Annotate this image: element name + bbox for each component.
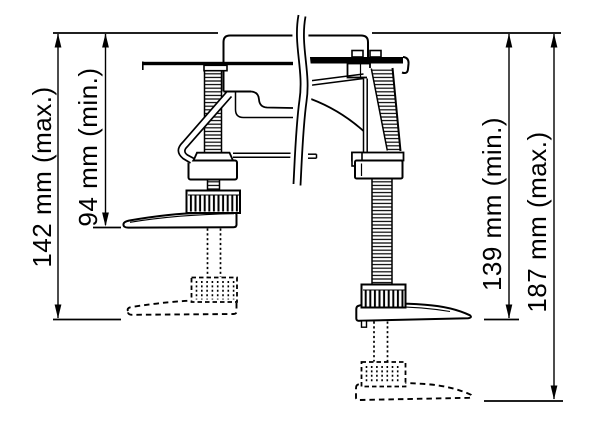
dimension-annotations: [53, 32, 563, 402]
left-rod-plate: [203, 64, 228, 72]
sink-underside-step: [250, 90, 294, 109]
left-clamp-arm: [233, 152, 318, 159]
dimension-label-right-outer: 187 mm (max.): [522, 131, 552, 313]
left-hidden-rod: [206, 228, 222, 277]
right-rim-hook: [401, 56, 410, 75]
right-foot-plate-extended: [355, 381, 473, 401]
left-spring-clip: [177, 90, 233, 165]
right-hidden-rod: [373, 321, 389, 362]
dimension-label-left-outer: 142 mm (max.): [27, 86, 57, 268]
sink-underside-lower: [234, 91, 293, 119]
left-rim-flange: [142, 61, 293, 66]
right-rim-bar: [298, 57, 403, 64]
right-threaded-rod: [372, 179, 392, 284]
left-foot-plate: [122, 211, 238, 229]
left-clamp-body-plate: [192, 151, 235, 162]
left-knob-extended: [190, 276, 238, 303]
left-foot-plate-extended: [126, 298, 238, 316]
break-line: [289, 14, 313, 186]
dimension-label-left-inner: 94 mm (min.): [73, 67, 103, 227]
sink-section: [142, 34, 410, 119]
rim-tab-1: [351, 49, 364, 58]
bowl-under-curve: [310, 98, 365, 132]
dimension-label-right-inner: 139 mm (min.): [477, 116, 507, 292]
rim-tab-2: [369, 49, 382, 58]
right-knob-extended: [360, 361, 407, 388]
dimension-arrowheads: [54, 33, 558, 400]
right-clamp-assembly: [308, 67, 473, 401]
left-clamp-assembly: [122, 70, 318, 316]
left-clamp-body: [187, 159, 238, 181]
right-clamp-body: [354, 159, 404, 180]
